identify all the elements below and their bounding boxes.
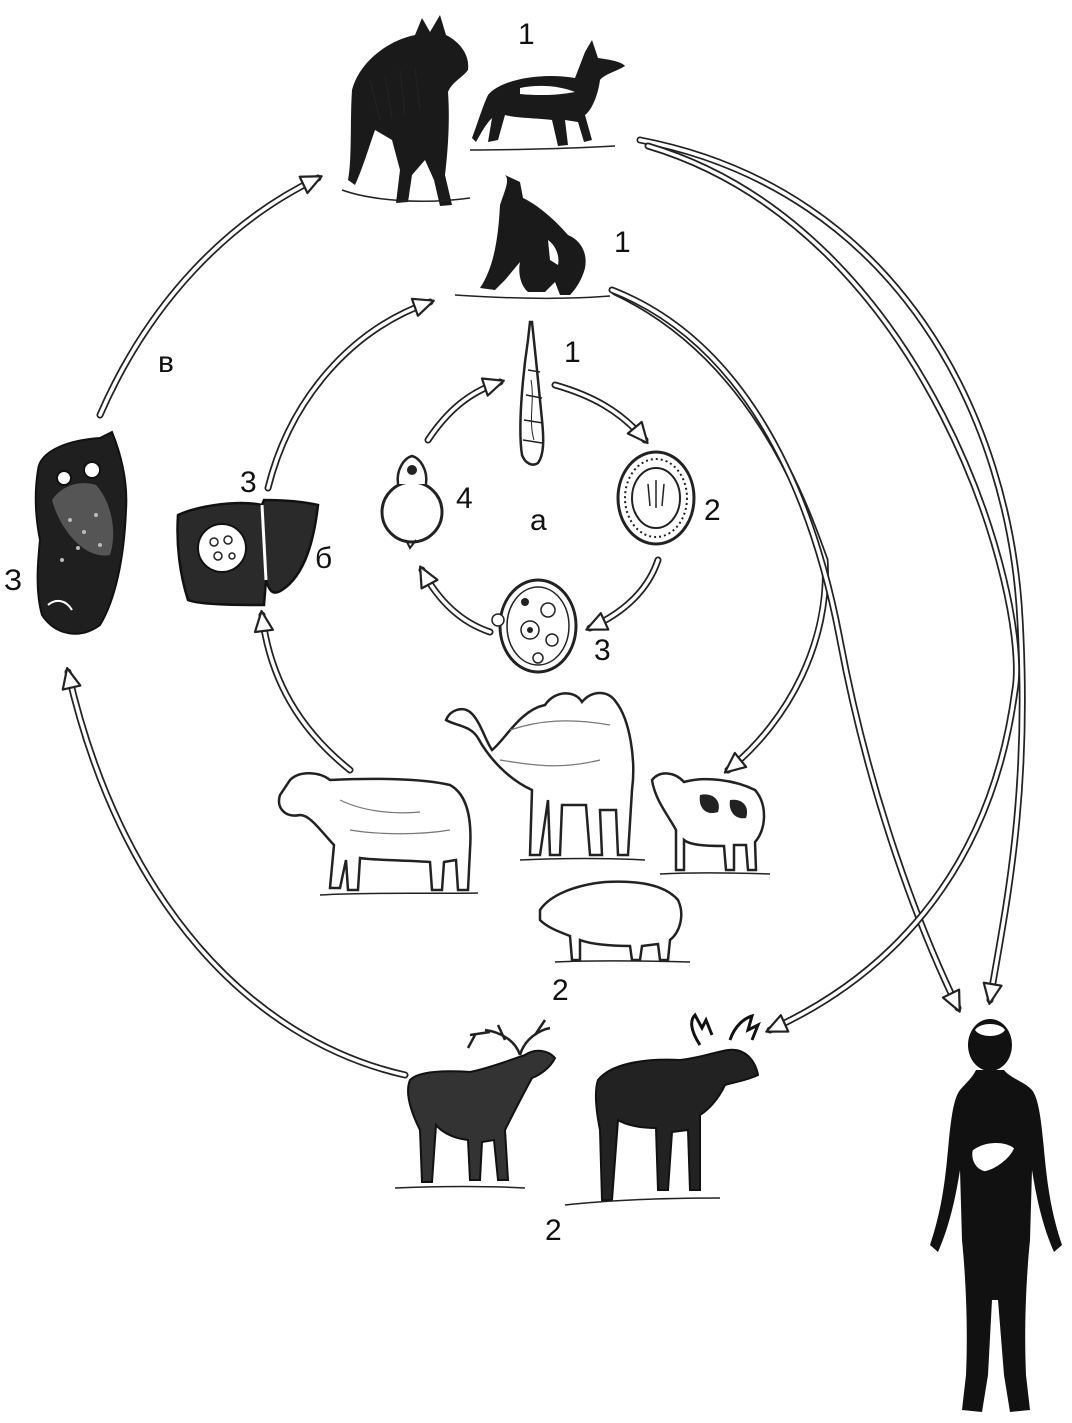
label-wild-ungulates: 2 xyxy=(545,1214,562,1247)
sheep-icon xyxy=(652,773,770,874)
moose-icon xyxy=(565,1015,758,1205)
jackal-icon xyxy=(470,40,625,150)
label-adult-worm: 1 xyxy=(564,336,581,369)
label-liver-cyst: 3 xyxy=(240,466,257,499)
arrow-egg-to-oncosphere xyxy=(590,560,658,628)
label-livestock-hosts: 2 xyxy=(552,974,569,1007)
arrow-scolex-to-adult xyxy=(428,382,500,440)
wolf-icon xyxy=(342,15,470,206)
howling-dog-icon xyxy=(455,175,610,298)
arrow-adult-to-egg xyxy=(555,385,645,440)
liver-cyst-icon xyxy=(177,500,318,605)
protoscolex-icon xyxy=(382,456,442,548)
label-liver-panel: б xyxy=(315,542,332,575)
arrow-oncosphere-to-scolex xyxy=(422,570,490,632)
human-figure-icon xyxy=(930,1019,1062,1412)
arrow-wolves-to-human xyxy=(640,140,1022,1000)
red-deer-icon xyxy=(395,1020,555,1188)
arrow-alveolar-to-wolves xyxy=(100,178,318,415)
label-inner-cycle: а xyxy=(530,504,547,537)
alveolar-cyst-icon xyxy=(36,432,126,634)
egg-icon xyxy=(618,452,694,544)
label-alveolar-cyst: З xyxy=(4,564,22,597)
oncosphere-cyst-icon xyxy=(492,580,576,672)
pig-icon xyxy=(540,882,690,962)
label-scolex: 4 xyxy=(456,482,473,515)
label-egg: 2 xyxy=(704,494,721,527)
adult-tapeworm-icon xyxy=(520,322,543,465)
label-definitive-hosts-wolves: 1 xyxy=(518,18,535,51)
label-definitive-host-dog: 1 xyxy=(614,226,631,259)
label-alveolar-panel: в xyxy=(158,346,174,379)
cow-icon xyxy=(279,773,478,895)
label-oncosphere: 3 xyxy=(594,634,611,667)
arrow-cow-to-liver xyxy=(262,615,350,770)
camel-icon xyxy=(446,693,645,860)
